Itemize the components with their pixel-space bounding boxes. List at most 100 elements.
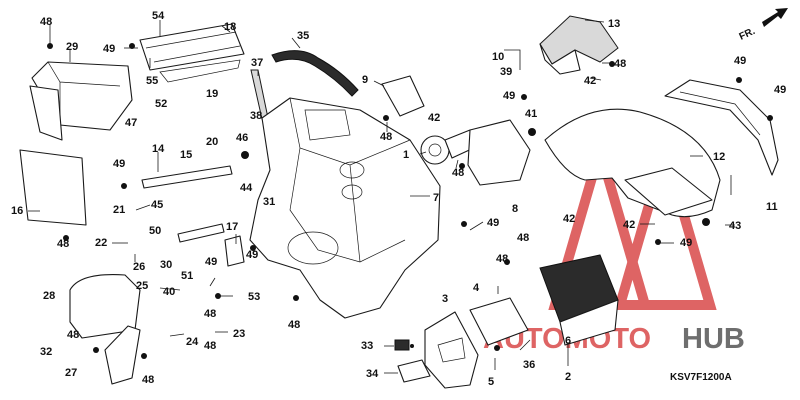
callout-30: 30 [160,259,172,271]
callout-14: 14 [152,143,165,155]
part-pad-16 [19,149,87,226]
callout-51: 51 [181,270,193,282]
callout-9: 9 [362,74,368,86]
callout-32: 32 [40,346,52,358]
part-34 [397,359,431,383]
part-bar-lower [177,223,225,243]
callout-31: 31 [263,196,275,208]
callout-3: 3 [442,293,448,305]
callout-49: 49 [113,158,125,170]
callout-49: 49 [487,217,499,229]
callout-54: 54 [152,10,165,22]
callout-49: 49 [246,249,258,261]
callout-42: 42 [584,75,596,87]
callout-16: 16 [11,205,23,217]
callout-38: 38 [250,110,262,122]
part-33 [394,339,410,351]
callout-48: 48 [142,374,154,386]
callout-33: 33 [361,340,373,352]
callout-48: 48 [380,131,392,143]
callout-25: 25 [136,280,148,292]
callout-48: 48 [204,340,216,352]
callout-53: 53 [248,291,260,303]
part-9 [381,75,425,117]
diagram-code: KSV7F1200A [670,372,732,383]
callout-17: 17 [226,221,238,233]
callout-40: 40 [163,286,175,298]
callout-1: 1 [403,149,409,161]
callout-26: 26 [133,261,145,273]
callout-48: 48 [67,329,79,341]
callouts: 48 29 54 18 49 55 35 37 9 52 19 47 38 15… [11,10,786,388]
callout-7: 7 [433,192,439,204]
part-lid-3 [424,311,479,389]
part-17 [224,235,245,267]
callout-49: 49 [503,90,515,102]
callout-4: 4 [473,282,480,294]
callout-45: 45 [151,199,163,211]
callout-48: 48 [288,319,300,331]
callout-52: 52 [155,98,167,110]
callout-39: 39 [500,66,512,78]
part-8 [467,119,531,186]
callout-22: 22 [95,237,107,249]
callout-48: 48 [517,232,529,244]
callout-28: 28 [43,290,55,302]
callout-47: 47 [125,117,137,129]
callout-6: 6 [565,335,571,347]
callout-49: 49 [774,84,786,96]
part-bracket-18 [139,23,245,83]
callout-43: 43 [729,220,741,232]
callout-2: 2 [565,371,571,383]
callout-35: 35 [297,30,309,42]
part-10 [539,43,581,75]
callout-42: 42 [428,112,440,124]
callout-44: 44 [240,182,253,194]
callout-48: 48 [57,238,69,250]
part-strap-35 [271,50,359,97]
callout-42: 42 [563,213,575,225]
callout-46: 46 [236,132,248,144]
callout-5: 5 [488,376,494,388]
callout-34: 34 [366,368,379,380]
callout-37: 37 [251,57,263,69]
callout-48: 48 [452,167,464,179]
callout-20: 20 [206,136,218,148]
part-bar-14 [141,165,233,189]
part-glove-box [29,61,133,141]
part-4 [469,297,529,346]
callout-27: 27 [65,367,77,379]
callout-49: 49 [680,237,692,249]
callout-13: 13 [608,18,620,30]
part-28 [69,274,141,339]
front-direction-label: FR. [738,26,757,43]
callout-29: 29 [66,41,78,53]
watermark-word-2: HUB [682,323,745,355]
callout-19: 19 [206,88,218,100]
callout-10: 10 [492,51,504,63]
part-fender-12 [544,108,721,218]
callout-24: 24 [186,336,199,348]
callout-41: 41 [525,108,537,120]
callout-48: 48 [40,16,52,28]
callout-21: 21 [113,204,125,216]
callout-36: 36 [523,359,535,371]
callout-55: 55 [146,75,158,87]
callout-8: 8 [512,203,518,215]
callout-48: 48 [204,308,216,320]
callout-12: 12 [713,151,725,163]
callout-48: 48 [614,58,626,70]
callout-42: 42 [623,219,635,231]
part-inner-cover [249,97,441,319]
fasteners [47,43,773,359]
callout-49: 49 [103,43,115,55]
callout-50: 50 [149,225,161,237]
front-arrow-icon [762,8,788,27]
part-rail-detail [679,91,761,136]
callout-11: 11 [766,201,778,213]
callout-49: 49 [734,55,746,67]
front-direction-indicator: FR. [738,8,788,43]
callout-23: 23 [233,328,245,340]
